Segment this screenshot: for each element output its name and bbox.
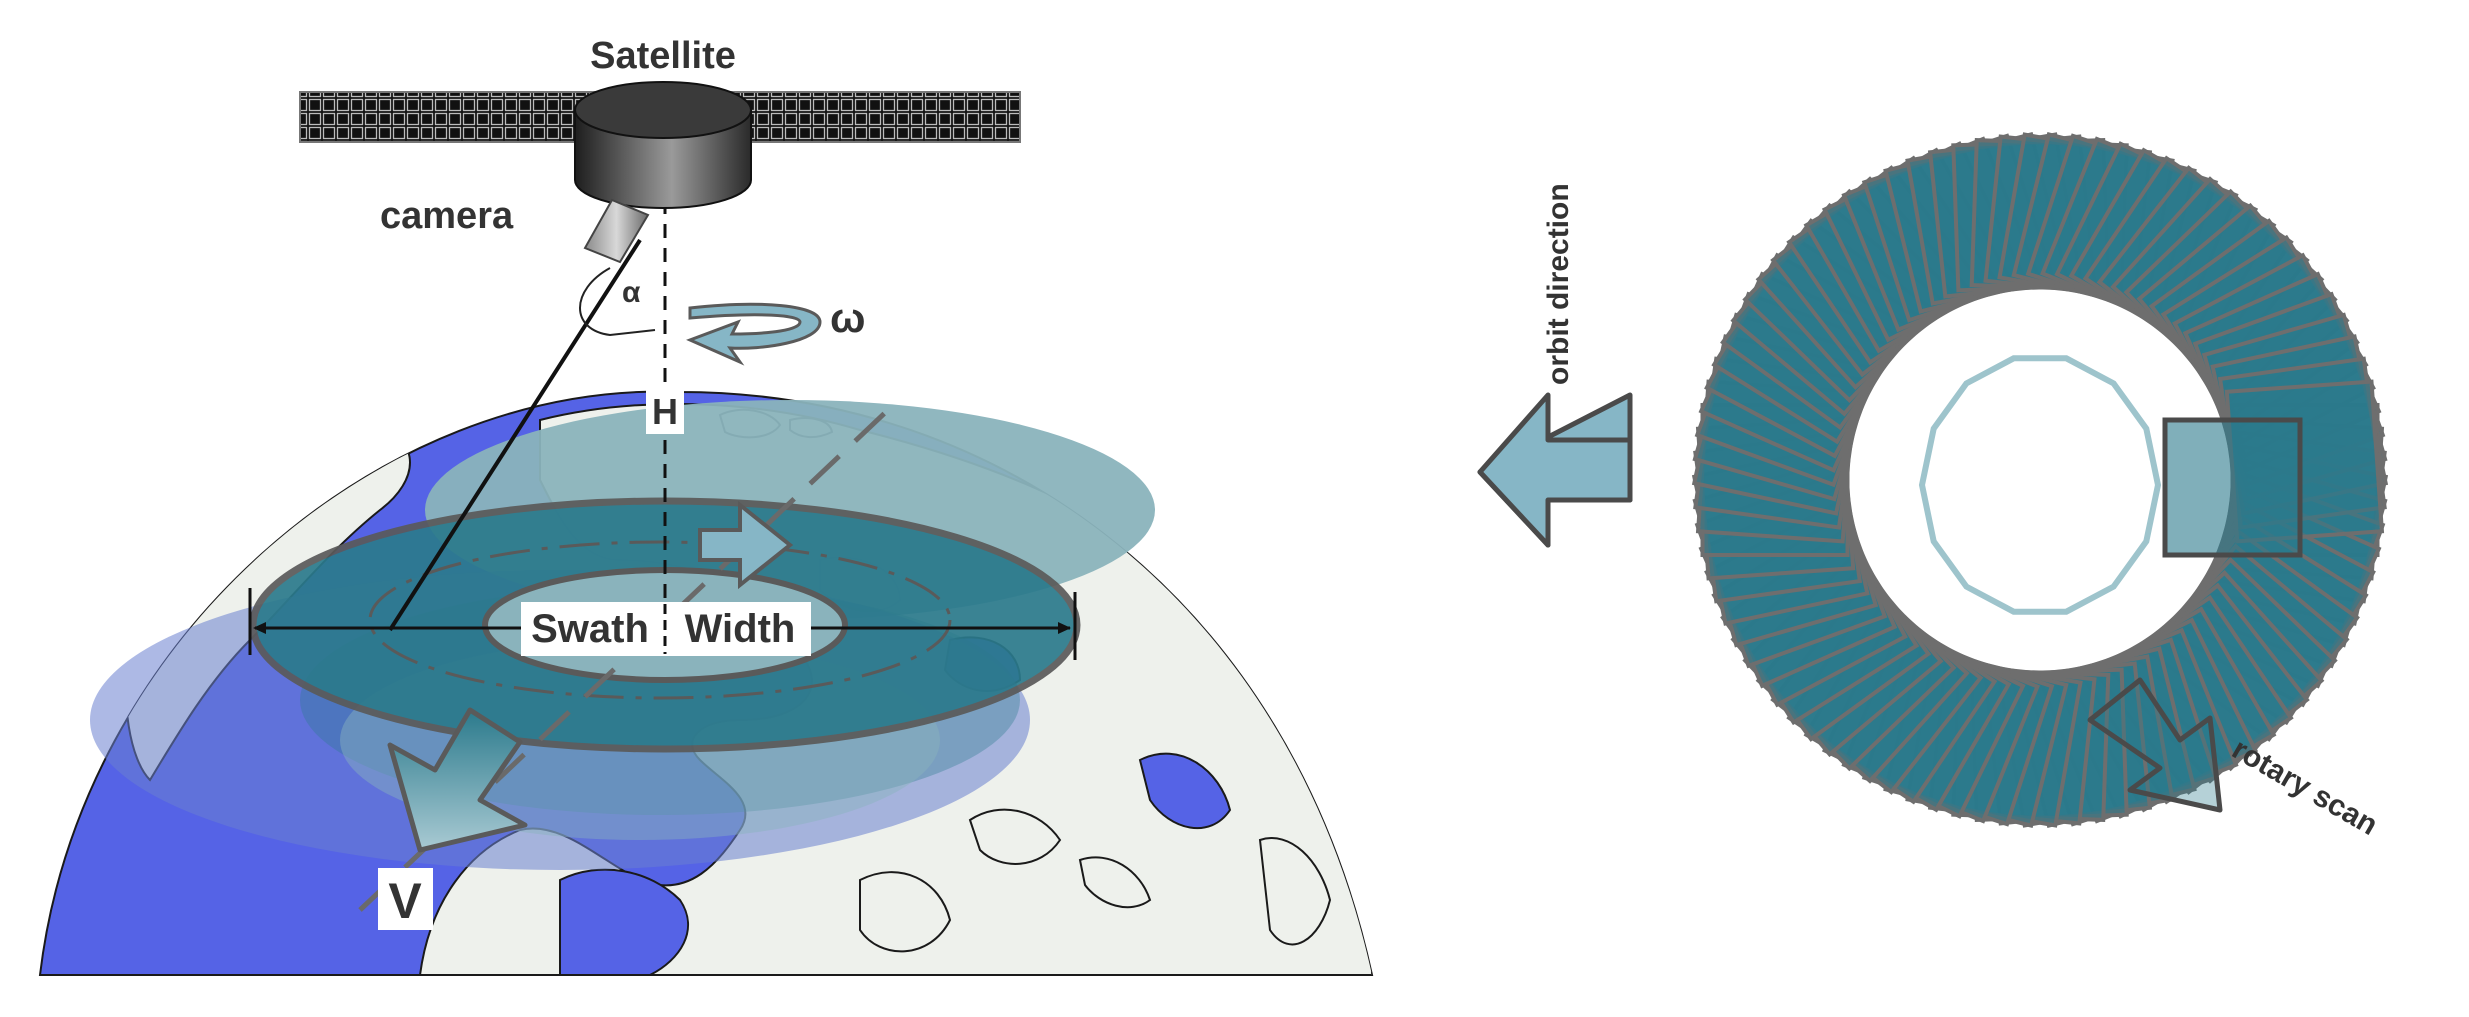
alpha-label: α — [622, 276, 641, 309]
swath-direction-arrow — [698, 500, 794, 590]
rotary-scan-ring — [1691, 131, 2389, 829]
camera-label: camera — [380, 195, 514, 237]
rotation-arrow — [686, 302, 822, 366]
satellite — [299, 81, 1021, 264]
rotary-scan-arrow — [2087, 677, 2223, 813]
alpha-angle-arc — [579, 267, 656, 337]
ring-center-hole — [1918, 355, 2162, 615]
width-label: Width — [685, 607, 796, 651]
orbit-direction-label: orbit direction — [1542, 183, 1575, 385]
camera-view-line — [388, 238, 642, 632]
height-label: H — [652, 391, 678, 432]
omega-label: ω — [830, 294, 865, 341]
rotary-scan-label: rotary scan — [2227, 732, 2384, 841]
velocity-label: V — [388, 873, 422, 929]
velocity-arrow — [387, 707, 528, 853]
satellite-label: Satellite — [590, 35, 736, 77]
swath-label: Swath — [531, 607, 649, 651]
camera-lens — [583, 198, 650, 264]
current-scan-frame — [2162, 417, 2303, 558]
